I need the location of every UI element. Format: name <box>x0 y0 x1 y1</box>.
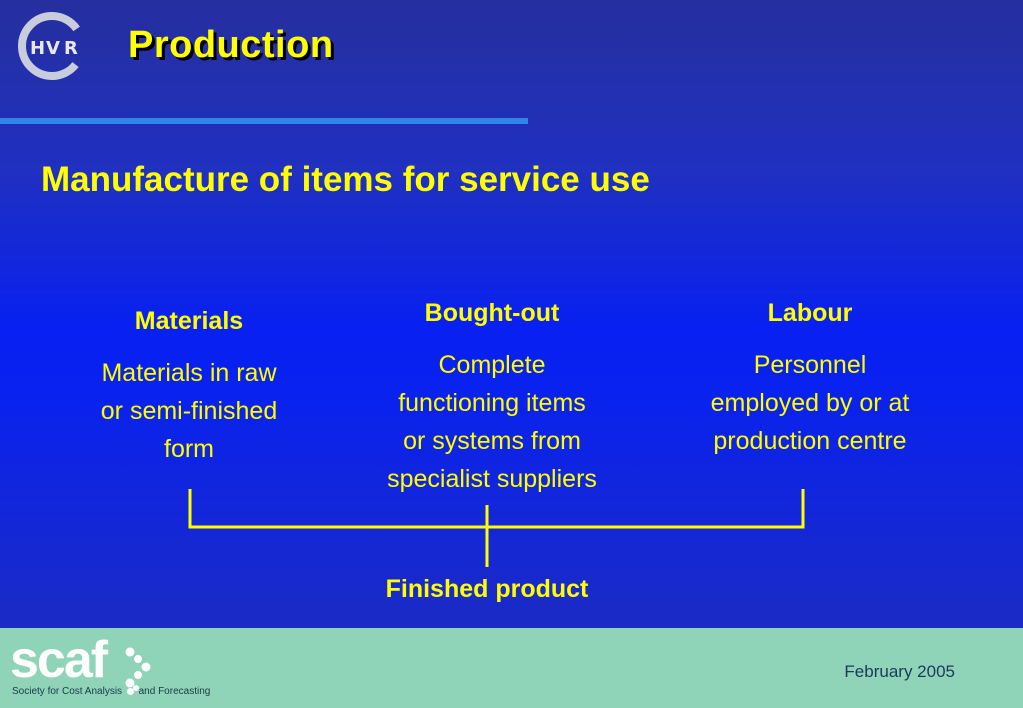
description-line: or systems from <box>403 427 581 455</box>
column-heading: Bought-out <box>424 299 560 327</box>
column-labour: Labour Personnel employed by or at produ… <box>668 299 952 460</box>
description-line: Materials in raw <box>101 359 277 387</box>
description-line: or semi-finished <box>100 397 278 425</box>
description-line: form <box>164 435 214 463</box>
title-rule <box>0 118 528 124</box>
svg-text:V: V <box>46 38 60 59</box>
slide-subtitle: Manufacture of items for service use <box>41 160 650 199</box>
footer-date: February 2005 <box>844 662 955 681</box>
description-line: employed by or at <box>710 389 910 417</box>
description-line: production centre <box>713 427 907 455</box>
tagline-dot-icon <box>126 687 134 695</box>
column-materials: Materials Materials in raw or semi-finis… <box>66 307 312 468</box>
description-line: Personnel <box>753 351 867 379</box>
footer-bar: scaf Society for Cost Analysis and Forec… <box>0 628 1023 708</box>
column-bought-out: Bought-out Complete functioning items or… <box>352 299 632 498</box>
column-description: Materials in raw or semi-finished form <box>66 354 312 468</box>
svg-text:H: H <box>30 38 45 59</box>
column-description: Complete functioning items or systems fr… <box>352 346 632 498</box>
description-line: functioning items <box>398 389 586 417</box>
scaf-logo-text: scaf <box>10 631 108 689</box>
scaf-logo: scaf Society for Cost Analysis and Forec… <box>10 631 210 704</box>
column-description: Personnel employed by or at production c… <box>668 346 952 460</box>
page-title: Production <box>128 24 334 66</box>
hvr-logo-icon: H V R <box>18 12 86 80</box>
column-heading: Labour <box>767 299 853 327</box>
svg-text:R: R <box>64 38 78 59</box>
slide: H V R Production Manufacture of items fo… <box>0 0 1023 628</box>
description-line: Complete <box>438 351 546 379</box>
description-line: specialist suppliers <box>387 465 597 493</box>
finished-product-label: Finished product <box>385 575 589 603</box>
scaf-tagline: Society for Cost Analysis and Forecastin… <box>12 686 210 697</box>
column-heading: Materials <box>134 307 244 335</box>
tagline-part: Society for Cost Analysis <box>12 686 123 697</box>
tagline-part: and Forecasting <box>138 686 211 697</box>
scaf-dots-icon <box>125 647 151 691</box>
